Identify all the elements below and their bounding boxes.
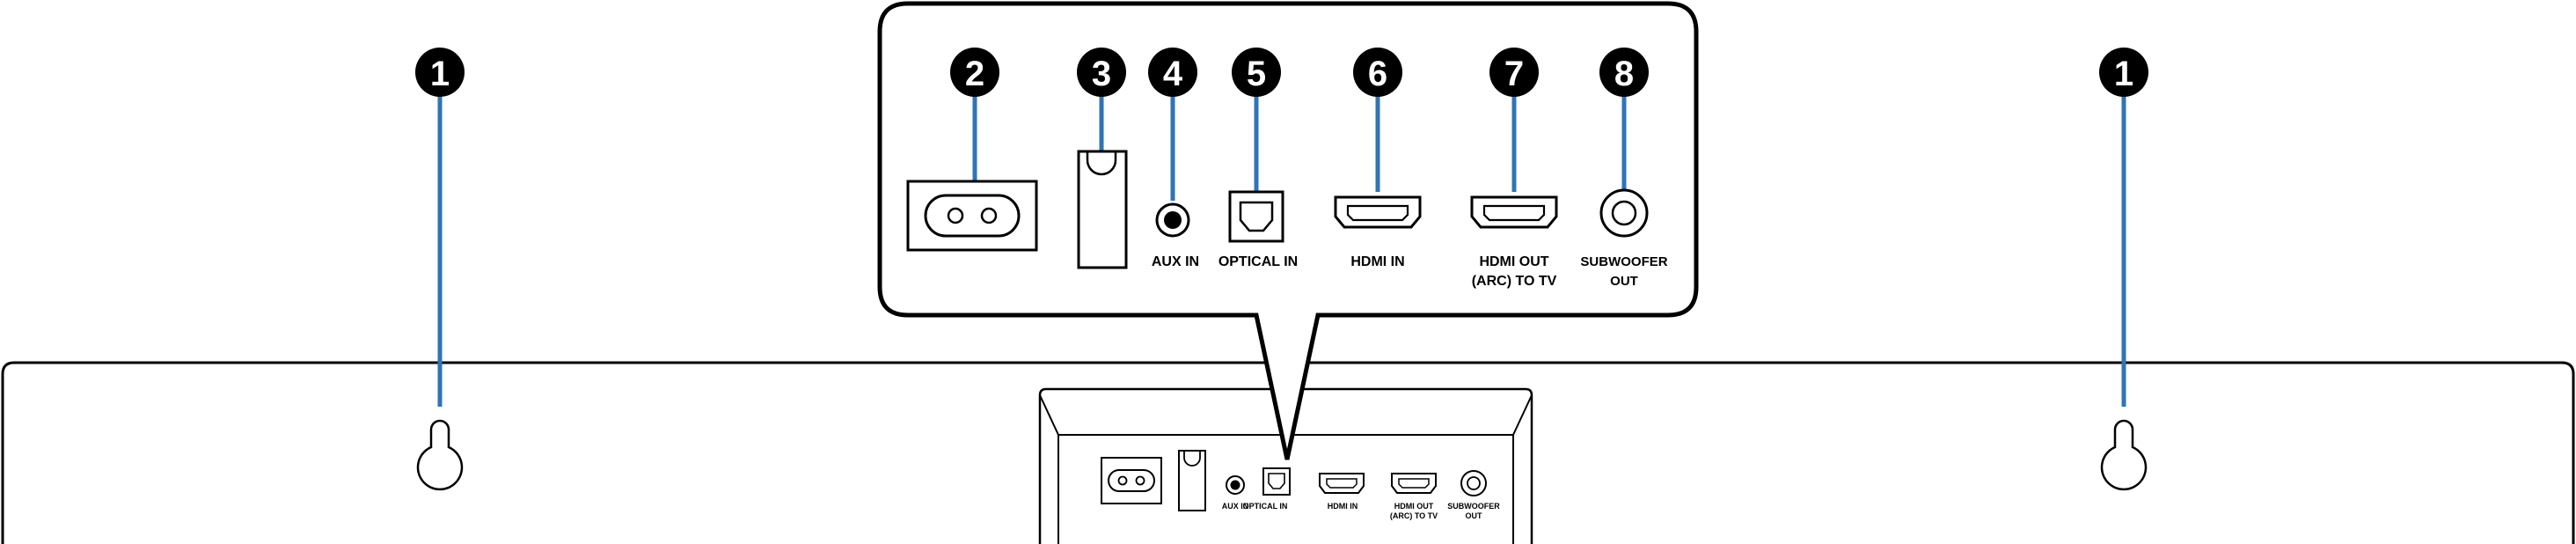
svg-text:1: 1 (2114, 55, 2133, 93)
callout-badge-2: 2 (950, 48, 999, 97)
zoom-subwoofer-label-2: OUT (1610, 274, 1638, 289)
callout-badge-3: 3 (1077, 48, 1126, 97)
svg-text:3: 3 (1092, 55, 1111, 93)
zoom-hdmi-out-label-1: HDMI OUT (1479, 254, 1548, 269)
zoom-power-inlet (906, 180, 1038, 252)
zoom-aux-in-label: AUX IN (1152, 254, 1199, 269)
leader-lines (437, 92, 2126, 407)
panel-subwoofer-label-1: SUBWOOFER (1447, 502, 1500, 511)
zoom-optical-in-label: OPTICAL IN (1218, 254, 1298, 269)
panel-hdmi-in-label: HDMI IN (1328, 502, 1358, 511)
panel-slot (1178, 450, 1206, 511)
callout-badge-1-left: 1 (415, 48, 465, 97)
zoom-callout-bubble (877, 1, 1699, 460)
svg-text:4: 4 (1163, 55, 1183, 93)
zoom-hdmi-out-jack (1470, 195, 1558, 229)
callout-badge-7: 7 (1489, 48, 1539, 97)
zoom-hdmi-in-jack (1334, 195, 1422, 229)
svg-text:1: 1 (430, 55, 450, 93)
zoom-subwoofer-jack (1599, 188, 1649, 238)
panel-optical-in-label: OPTICAL IN (1243, 502, 1288, 511)
zoom-slot (1077, 150, 1128, 269)
svg-text:7: 7 (1504, 55, 1524, 93)
panel-hdmi-out-label-2: (ARC) TO TV (1390, 511, 1438, 520)
svg-text:8: 8 (1614, 55, 1634, 93)
panel-hdmi-in-jack (1319, 473, 1365, 494)
panel-hdmi-out-label-1: HDMI OUT (1394, 502, 1434, 511)
zoom-optical-jack (1228, 190, 1284, 243)
callout-badge-8: 8 (1599, 48, 1649, 97)
zoom-hdmi-out-label-2: (ARC) TO TV (1472, 274, 1557, 289)
panel-optical-jack (1262, 467, 1291, 496)
callout-badge-6: 6 (1353, 48, 1402, 97)
panel-power-inlet (1101, 457, 1162, 504)
panel-aux-in-label: AUX IN (1222, 502, 1249, 511)
callout-badge-4: 4 (1148, 48, 1197, 97)
panel-hdmi-out-jack (1391, 473, 1437, 494)
svg-text:6: 6 (1368, 55, 1387, 93)
panel-aux-jack (1226, 475, 1245, 495)
panel-subwoofer-label-2: OUT (1466, 511, 1483, 520)
svg-text:2: 2 (965, 55, 984, 93)
keyhole-right (2100, 419, 2148, 491)
panel-subwoofer-jack (1460, 470, 1487, 496)
zoom-subwoofer-label-1: SUBWOOFER (1580, 254, 1667, 269)
keyhole-left (416, 419, 464, 491)
callout-badge-5: 5 (1232, 48, 1281, 97)
svg-text:5: 5 (1247, 55, 1266, 93)
zoom-aux-jack (1155, 202, 1190, 238)
callout-badge-1-right: 1 (2099, 48, 2148, 97)
zoom-hdmi-in-label: HDMI IN (1350, 254, 1404, 269)
